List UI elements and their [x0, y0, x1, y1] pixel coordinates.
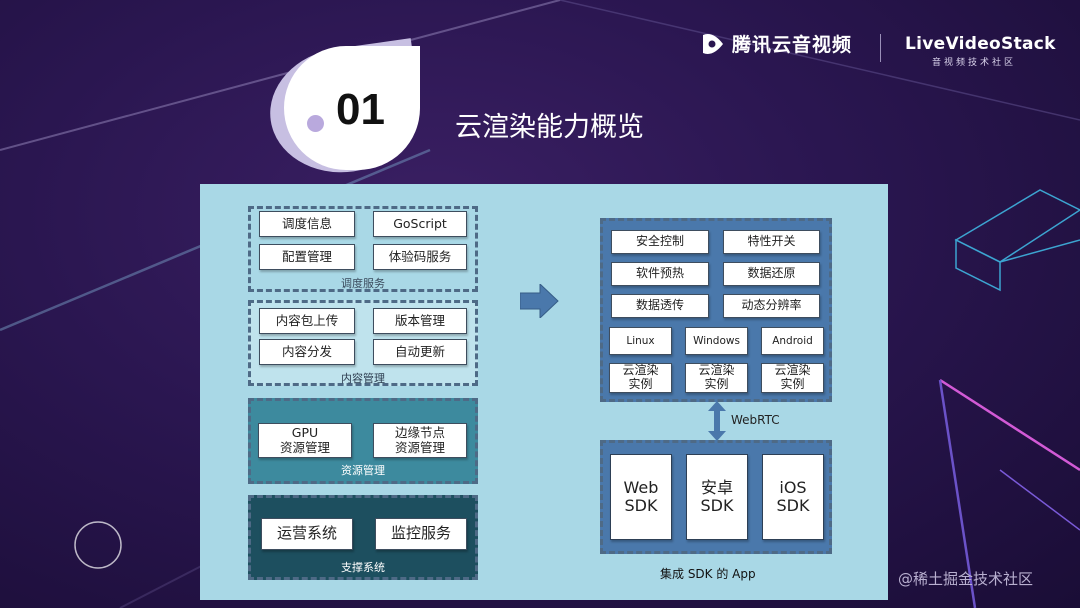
- security-control-box: 安全控制: [611, 230, 709, 254]
- scheduling-group: [248, 206, 478, 292]
- section-badge-dot: [307, 115, 324, 132]
- gpu-resource-box: GPU 资源管理: [258, 423, 352, 458]
- config-management-box: 配置管理: [259, 244, 355, 270]
- operations-system-box: 运营系统: [261, 518, 353, 550]
- monitoring-service-box: 监控服务: [375, 518, 467, 550]
- section-number: 01: [336, 85, 385, 134]
- resource-group-label: 资源管理: [341, 464, 385, 477]
- tencent-video-logo-icon: [703, 33, 723, 54]
- render-instance-android-box: 云渲染 实例: [761, 363, 824, 393]
- scheduling-group-label: 调度服务: [341, 277, 385, 290]
- trial-code-service-box: 体验码服务: [373, 244, 467, 270]
- section-badge: [284, 46, 420, 170]
- platform-windows-box: Windows: [685, 327, 748, 355]
- livevideostack-logo: LiveVideoStack 音视频技术社区: [905, 34, 1056, 68]
- tencent-brand-name: 腾讯云音视频: [732, 34, 853, 56]
- data-restore-box: 数据还原: [723, 262, 820, 286]
- webrtc-label: WebRTC: [731, 413, 780, 427]
- scheduling-info-box: 调度信息: [259, 211, 355, 237]
- auto-update-box: 自动更新: [373, 339, 467, 365]
- render-instance-linux-box: 云渲染 实例: [609, 363, 672, 393]
- ios-sdk-box: iOS SDK: [762, 454, 824, 540]
- bidirectional-arrow-icon: [708, 401, 726, 441]
- content-upload-box: 内容包上传: [259, 308, 355, 334]
- version-management-box: 版本管理: [373, 308, 467, 334]
- livevideostack-subtitle: 音视频技术社区: [931, 58, 1016, 68]
- android-sdk-box: 安卓 SDK: [686, 454, 748, 540]
- platform-android-box: Android: [761, 327, 824, 355]
- goscript-box: GoScript: [373, 211, 467, 237]
- data-passthrough-box: 数据透传: [611, 294, 709, 318]
- section-title: 云渲染能力概览: [455, 112, 644, 143]
- flow-arrow-icon: [520, 284, 559, 318]
- brand-divider: [880, 34, 881, 62]
- content-group-label: 内容管理: [341, 372, 385, 385]
- support-group-label: 支撑系统: [341, 561, 385, 574]
- dynamic-resolution-box: 动态分辨率: [723, 294, 820, 318]
- sdk-app-label: 集成 SDK 的 App: [660, 567, 756, 581]
- render-instance-windows-box: 云渲染 实例: [685, 363, 748, 393]
- watermark: @稀土掘金技术社区: [898, 570, 1034, 588]
- edge-node-resource-box: 边缘节点 资源管理: [373, 423, 467, 458]
- software-preheat-box: 软件预热: [611, 262, 709, 286]
- content-distribution-box: 内容分发: [259, 339, 355, 365]
- feature-switch-box: 特性开关: [723, 230, 820, 254]
- tencent-brand: 腾讯云音视频: [700, 30, 852, 57]
- platform-linux-box: Linux: [609, 327, 672, 355]
- web-sdk-box: Web SDK: [610, 454, 672, 540]
- livevideostack-name: LiveVideoStack: [905, 34, 1056, 54]
